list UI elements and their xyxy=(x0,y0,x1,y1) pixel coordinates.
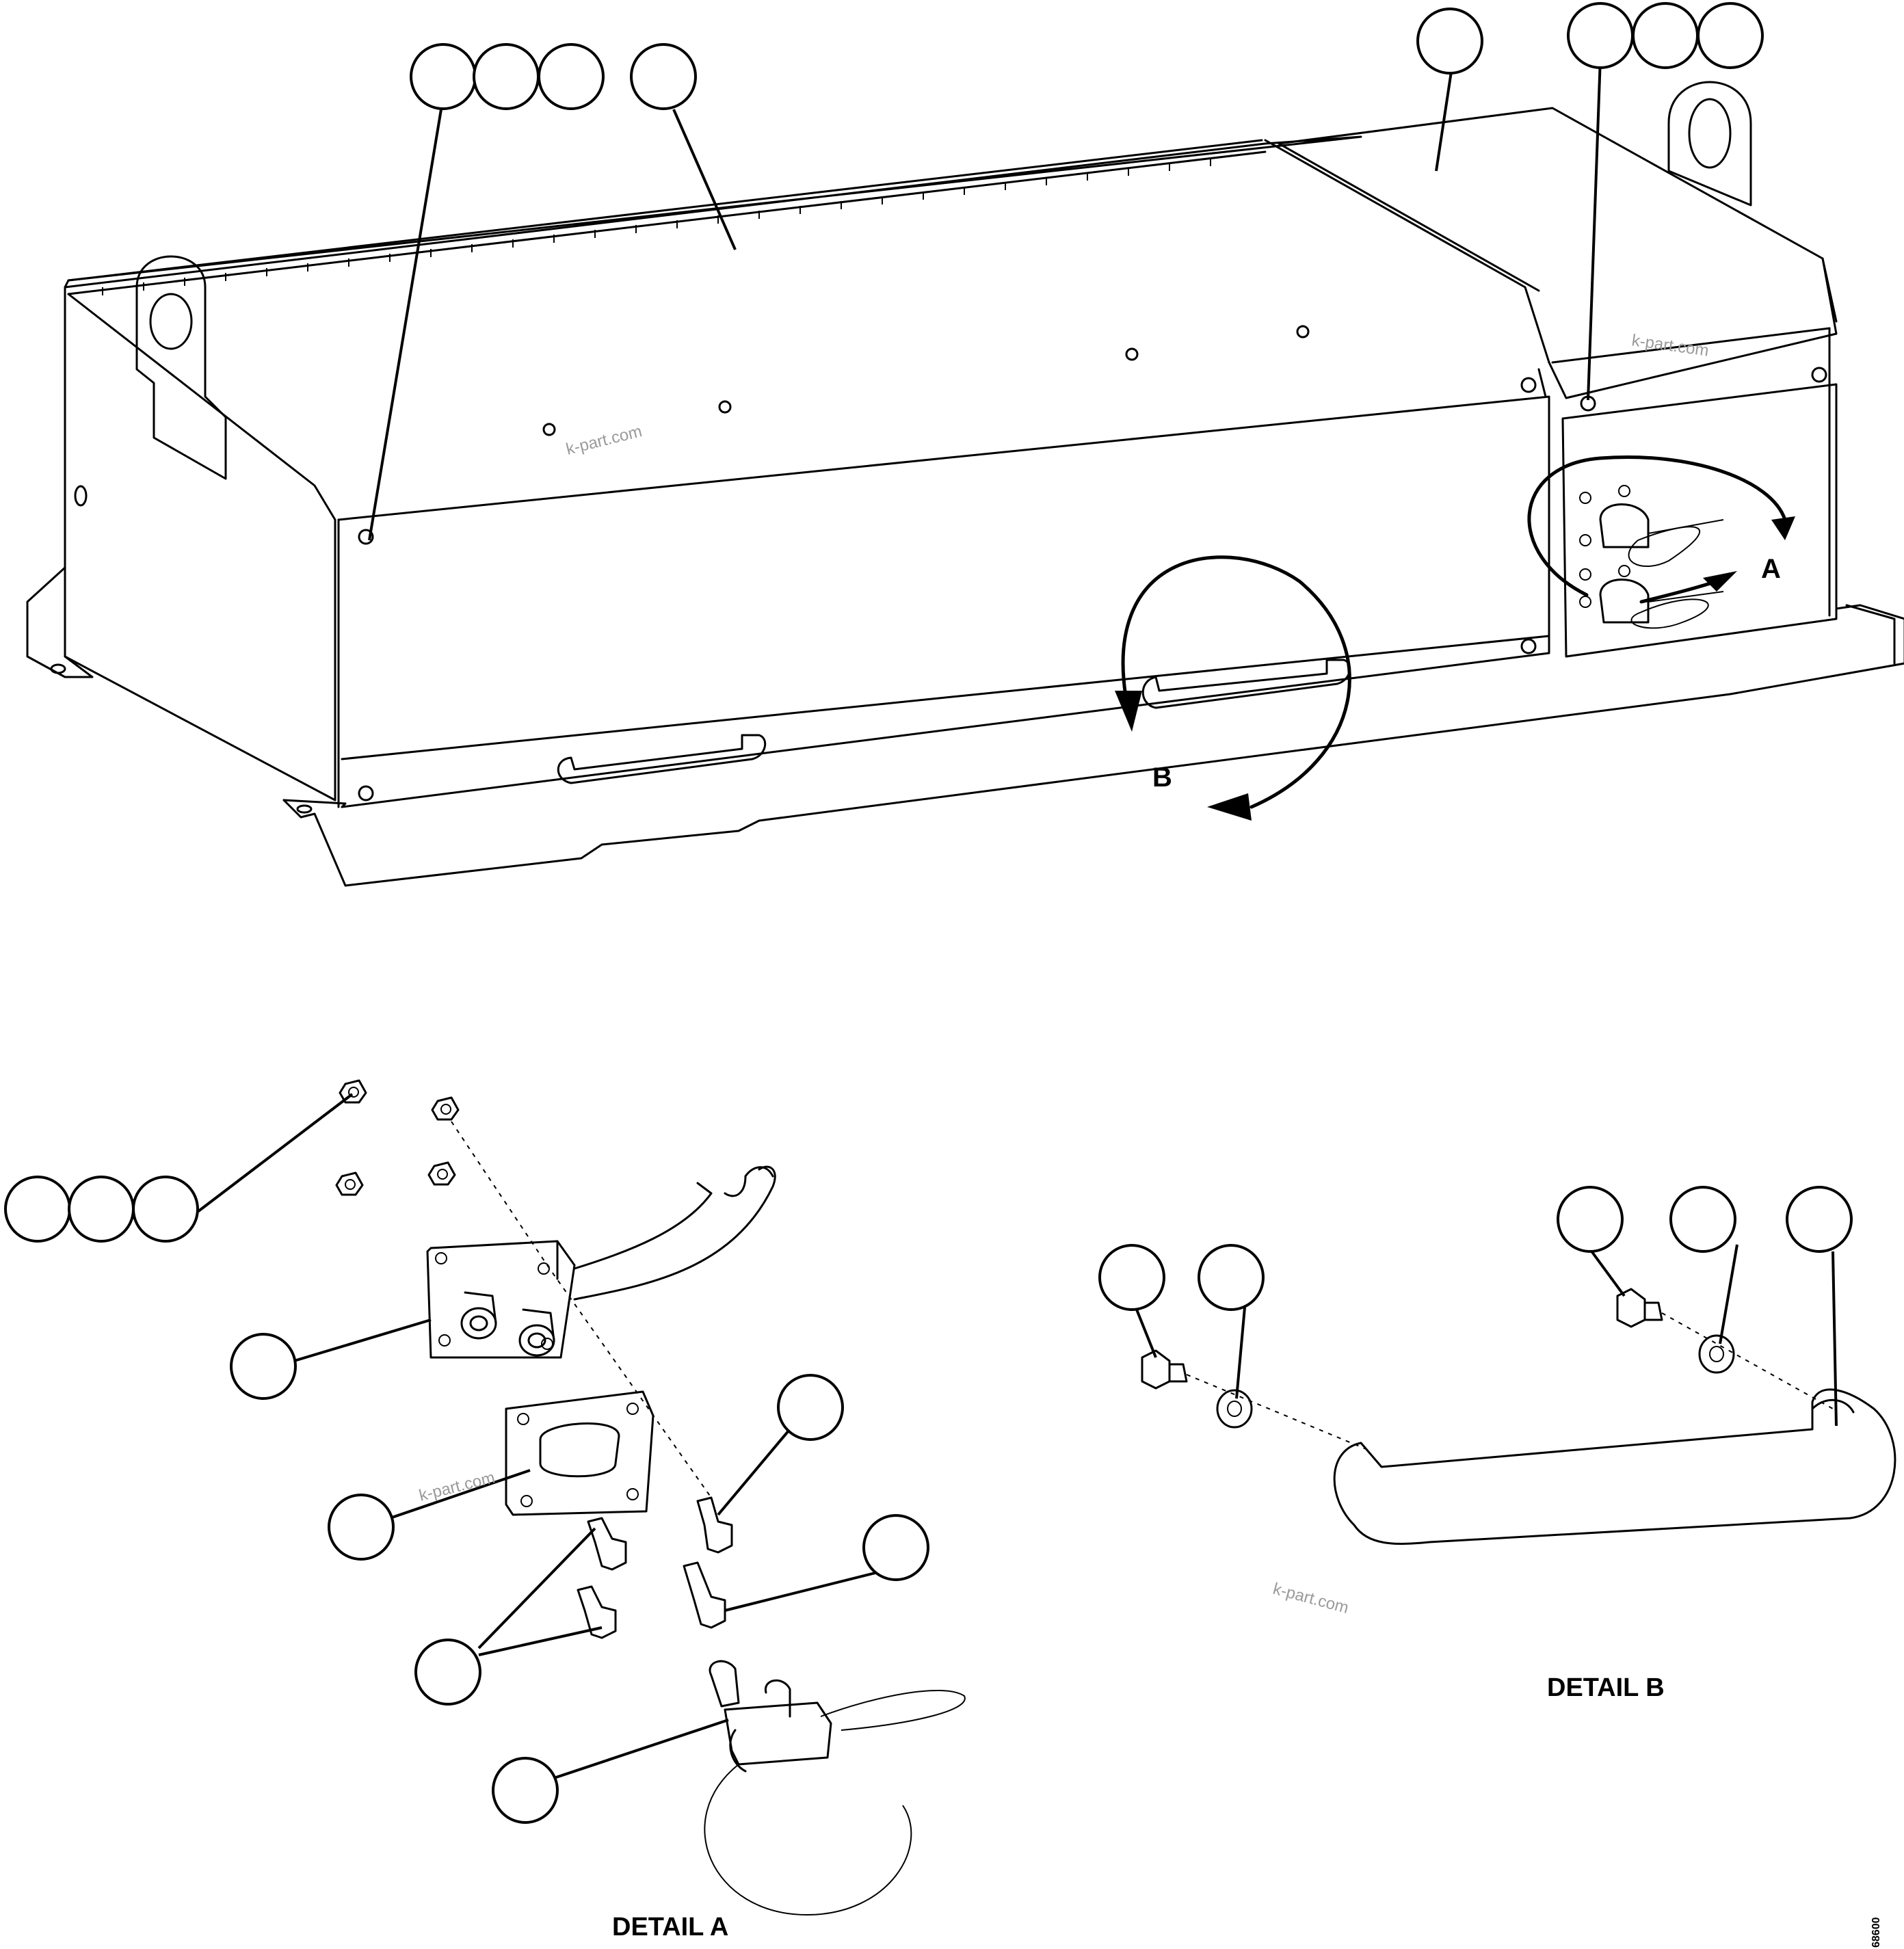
callout-balloon xyxy=(1098,1244,1165,1311)
base-skid xyxy=(282,604,1904,887)
bolt xyxy=(587,1517,627,1571)
connector-receptacle xyxy=(426,1165,776,1359)
alignment-line xyxy=(1186,1374,1368,1450)
left-lid xyxy=(64,135,1550,364)
right-end-panel xyxy=(1561,327,1838,658)
handle-right xyxy=(1141,659,1351,709)
handle-left xyxy=(557,734,767,784)
connector-plug xyxy=(704,1660,966,1916)
nut xyxy=(335,1171,364,1196)
alignment-line xyxy=(1661,1312,1834,1409)
callout-balloon xyxy=(1416,8,1483,75)
front-panel xyxy=(337,325,1550,808)
bolt xyxy=(1141,1349,1188,1390)
detail-a: DETAIL A xyxy=(4,1079,966,1941)
balloons-main xyxy=(368,2,1764,541)
callout-balloon xyxy=(414,1639,481,1706)
callout-balloon xyxy=(1786,1186,1853,1253)
callout-balloon xyxy=(1697,2,1764,69)
callout-balloon xyxy=(1198,1244,1265,1311)
grab-handle xyxy=(1333,1388,1896,1545)
lifting-eye-right xyxy=(1667,81,1752,207)
callout-balloon xyxy=(1632,2,1699,69)
watermark: k-part.com xyxy=(564,422,644,459)
callout-balloon xyxy=(492,1757,559,1824)
detail-b-callout xyxy=(1115,555,1351,821)
callout-balloon xyxy=(777,1374,844,1441)
alignment-line xyxy=(451,1121,712,1498)
callout-balloon xyxy=(328,1494,395,1561)
detail-b-marker: B xyxy=(1152,763,1172,793)
right-lid xyxy=(1278,107,1838,399)
bolt xyxy=(577,1585,617,1639)
callout-balloon xyxy=(230,1333,297,1400)
callout-balloon xyxy=(538,43,605,110)
nut xyxy=(339,1079,367,1104)
nut xyxy=(427,1161,456,1186)
washer xyxy=(1216,1389,1253,1429)
watermark: k-part.com xyxy=(417,1468,497,1505)
lifting-eye-left xyxy=(135,255,227,480)
drawing-number: 68600 xyxy=(1870,1917,1882,1948)
detail-a-title: DETAIL A xyxy=(612,1913,728,1941)
detail-b: DETAIL B xyxy=(1098,1186,1896,1702)
callout-balloon xyxy=(1567,2,1634,69)
callout-balloon xyxy=(1669,1186,1736,1253)
detail-a-marker: A xyxy=(1761,554,1781,584)
left-end-panel xyxy=(26,286,340,808)
callout-balloon xyxy=(1557,1186,1624,1253)
detail-b-title: DETAIL B xyxy=(1547,1673,1665,1702)
watermark: k-part.com xyxy=(1630,331,1710,360)
callout-balloon xyxy=(862,1514,929,1581)
watermark: k-part.com xyxy=(1271,1580,1350,1617)
bolt xyxy=(1616,1288,1663,1328)
callout-balloon xyxy=(630,43,697,110)
callout-balloon xyxy=(410,43,477,110)
callout-balloon xyxy=(132,1176,199,1243)
gasket xyxy=(505,1390,654,1516)
callout-balloon xyxy=(473,43,540,110)
detail-a-callout xyxy=(1527,455,1795,604)
washer xyxy=(1698,1334,1735,1374)
bolt xyxy=(696,1496,733,1554)
nut xyxy=(431,1096,460,1121)
bolt xyxy=(683,1561,726,1629)
callout-balloon xyxy=(68,1176,135,1243)
box-assembly: A B xyxy=(26,81,1904,887)
callout-balloon xyxy=(4,1176,71,1243)
